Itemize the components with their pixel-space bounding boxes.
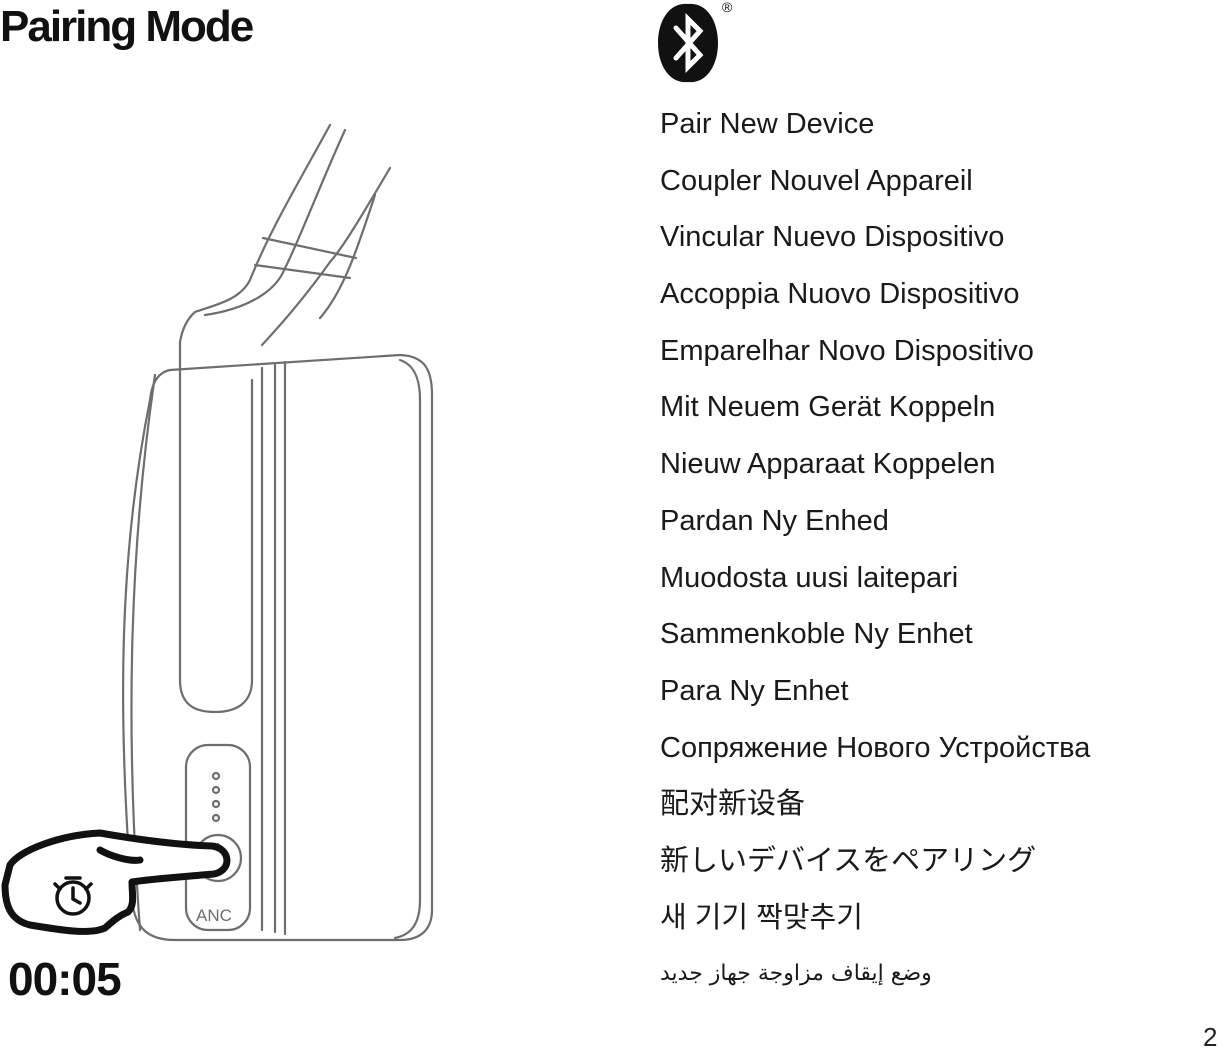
list-item: Nieuw Apparaat Koppelen	[660, 448, 996, 481]
list-item: Coupler Nouvel Appareil	[660, 164, 973, 197]
list-item: Сопряжение Нового Устройства	[660, 731, 1091, 764]
pair-device-translations: Pair New Device Coupler Nouvel Appareil …	[660, 104, 1090, 1011]
list-item: Sammenkoble Ny Enhet	[660, 618, 973, 651]
list-item: Pair New Device	[660, 108, 875, 140]
pairing-timer: 00:05	[8, 953, 122, 1005]
list-item: 新しいデバイスをペアリング	[660, 844, 1037, 877]
control-panel	[184, 743, 252, 932]
headband	[178, 123, 332, 344]
list-item: Mit Neuem Gerät Koppeln	[660, 391, 996, 424]
page-title: Pairing Mode	[0, 2, 254, 51]
list-item: وضع إيقاف مزاوجة جهاز جديد	[660, 961, 932, 987]
list-item: Pardan Ny Enhed	[660, 504, 889, 537]
registered-mark: ®	[722, 0, 733, 15]
bluetooth-icon: ®	[658, 0, 733, 83]
list-item: Para Ny Enhet	[660, 674, 849, 707]
stopwatch-icon	[53, 876, 93, 916]
anc-label: ANC	[196, 906, 232, 925]
page-number: 2	[1203, 1022, 1218, 1052]
list-item: Vincular Nuevo Dispositivo	[660, 221, 1005, 254]
list-item: Accoppia Nuovo Dispositivo	[660, 278, 1020, 311]
list-item: 配对新设备	[660, 788, 806, 821]
pointing-hand-icon	[1, 829, 231, 935]
list-item: 새 기기 짝맞추기	[660, 901, 863, 934]
headphone-illustration: ANC	[1, 123, 434, 942]
list-item: Emparelhar Novo Dispositivo	[660, 334, 1034, 367]
list-item: Muodosta uusi laitepari	[660, 561, 959, 594]
